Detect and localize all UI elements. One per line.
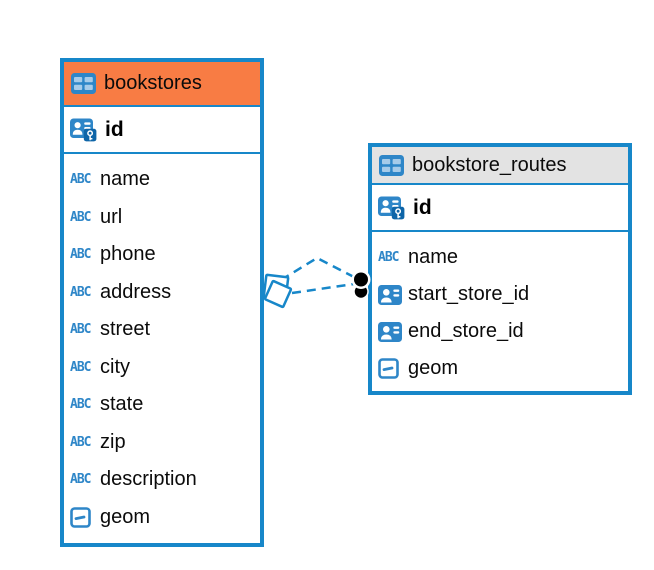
field-label: end_store_id <box>408 320 524 342</box>
field-label: street <box>100 318 151 341</box>
table-bookstore-routes-header[interactable]: bookstore_routes <box>372 147 628 185</box>
field-label: zip <box>100 430 126 453</box>
table-icon <box>71 73 96 94</box>
field-label: url <box>100 205 123 228</box>
table-title: bookstores <box>104 72 202 94</box>
field-label: city <box>100 355 130 378</box>
primary-key-icon <box>70 118 97 142</box>
field-row-city[interactable]: ABC city <box>64 349 260 387</box>
field-label: start_store_id <box>408 283 530 305</box>
field-label: name <box>100 168 151 191</box>
field-label: description <box>100 468 197 491</box>
field-label: name <box>408 246 459 268</box>
text-type-icon: ABC <box>70 472 92 488</box>
geometry-type-icon <box>378 358 408 379</box>
field-row-end_store_id[interactable]: end_store_id <box>372 313 628 350</box>
table-bookstore-routes[interactable]: bookstore_routes id ABC name start_store_i… <box>368 143 632 395</box>
text-type-icon: ABC <box>70 284 92 300</box>
field-row-zip[interactable]: ABC zip <box>64 424 260 462</box>
reference-type-icon <box>378 321 408 342</box>
text-type-icon: ABC <box>70 209 92 225</box>
text-type-icon: ABC <box>70 359 92 375</box>
source-diamond-marker[interactable] <box>262 273 293 309</box>
text-type-icon: ABC <box>70 247 92 263</box>
text-type-icon: ABC <box>70 434 92 450</box>
field-label: address <box>100 280 172 303</box>
primary-key-label: id <box>413 195 432 219</box>
field-row-description[interactable]: ABC description <box>64 461 260 499</box>
field-row-geom[interactable]: geom <box>372 350 628 387</box>
field-row-start_store_id[interactable]: start_store_id <box>372 276 628 313</box>
field-label: geom <box>100 505 151 528</box>
target-dot-marker[interactable] <box>351 270 371 300</box>
table-icon <box>379 154 404 176</box>
primary-key-row[interactable]: id <box>64 107 260 154</box>
geometry-type-icon <box>70 506 100 528</box>
primary-key-label: id <box>105 117 124 141</box>
text-type-icon: ABC <box>70 322 92 338</box>
field-row-url[interactable]: ABC url <box>64 199 260 237</box>
primary-key-icon <box>378 196 405 220</box>
field-row-phone[interactable]: ABC phone <box>64 236 260 274</box>
field-row-name[interactable]: ABC name <box>64 161 260 199</box>
table-title: bookstore_routes <box>412 153 567 176</box>
table-bookstores-header[interactable]: bookstores <box>64 62 260 107</box>
text-type-icon: ABC <box>70 172 92 188</box>
field-row-name[interactable]: ABC name <box>372 239 628 276</box>
field-label: state <box>100 393 144 416</box>
field-label: geom <box>408 357 459 379</box>
primary-key-row[interactable]: id <box>372 185 628 232</box>
field-row-state[interactable]: ABC state <box>64 386 260 424</box>
field-row-street[interactable]: ABC street <box>64 311 260 349</box>
reference-type-icon <box>378 284 408 305</box>
relationship-line-end-store[interactable] <box>291 282 355 295</box>
relationship-line-start-store[interactable] <box>280 256 357 282</box>
text-type-icon: ABC <box>378 250 400 265</box>
field-label: phone <box>100 243 156 266</box>
text-type-icon: ABC <box>70 397 92 413</box>
field-row-address[interactable]: ABC address <box>64 274 260 312</box>
field-row-geom[interactable]: geom <box>64 499 260 537</box>
